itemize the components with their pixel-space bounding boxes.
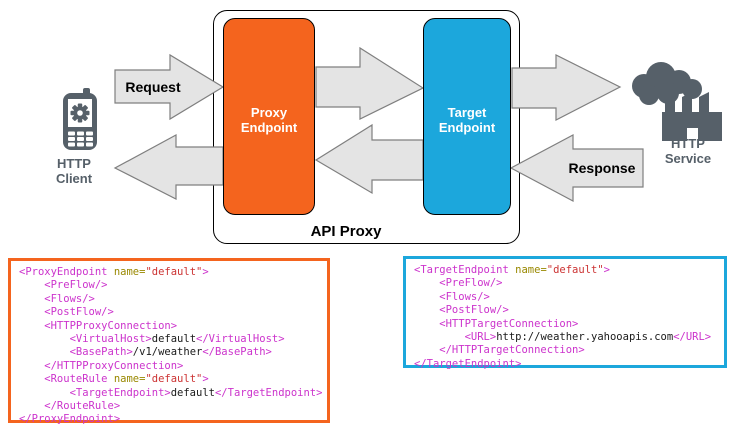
code-line: </RouteRule>	[19, 400, 121, 413]
code-line: <RouteRule name="default">	[19, 373, 209, 386]
http-client-label-line1: HTTP	[57, 156, 91, 171]
target-to-proxy-arrow	[314, 123, 424, 195]
phone-keypad	[68, 131, 93, 147]
code-line: <BasePath>/v1/weather</BasePath>	[19, 346, 272, 359]
response-arrow	[509, 134, 644, 202]
code-line: <Flows/>	[19, 292, 95, 305]
code-line: <URL>http://weather.yahooapis.com</URL>	[414, 331, 712, 344]
target-to-service-arrow	[511, 54, 622, 121]
proxy-endpoint-label-line2: Endpoint	[240, 119, 298, 135]
http-client-label: HTTP Client	[34, 156, 114, 186]
http-service-label: HTTP Service	[648, 136, 728, 166]
http-client-label-line2: Client	[55, 171, 93, 186]
request-label: Request	[125, 79, 181, 95]
code-line: <PostFlow/>	[19, 306, 114, 319]
gear-glyph	[70, 103, 90, 123]
response-label: Response	[568, 160, 636, 176]
code-line: <Flows/>	[414, 290, 490, 303]
target-endpoint-box: Target Endpoint	[423, 18, 511, 215]
proxy-endpoint-box: Proxy Endpoint	[223, 18, 315, 215]
request-arrow	[114, 53, 225, 121]
proxy-to-target-arrow	[315, 46, 425, 120]
code-line: </ProxyEndpoint>	[19, 413, 121, 426]
target-endpoint-label-line1: Target	[447, 104, 487, 120]
cloud-factory-icon	[632, 62, 722, 141]
proxy-endpoint-xml-code-block: <ProxyEndpoint name="default"> <PreFlow/…	[8, 258, 330, 426]
code-line: </HTTPTargetConnection>	[414, 344, 585, 357]
proxy-endpoint-label-line1: Proxy	[250, 104, 288, 120]
target-endpoint-label-line2: Endpoint	[438, 119, 496, 135]
target-endpoint-xml-code-block: <TargetEndpoint name="default"> <PreFlow…	[403, 256, 727, 370]
http-service-label-line2: Service	[664, 151, 712, 166]
code-line: <PreFlow/>	[19, 279, 108, 292]
code-line: <PostFlow/>	[414, 304, 509, 317]
code-line: </HTTPProxyConnection>	[19, 359, 184, 372]
mobile-phone-gear-icon	[63, 88, 97, 150]
code-line: <ProxyEndpoint name="default">	[19, 266, 209, 278]
code-line: <HTTPTargetConnection>	[414, 317, 579, 330]
code-line: <TargetEndpoint>default</TargetEndpoint>	[19, 386, 323, 399]
api-proxy-label: API Proxy	[310, 223, 382, 240]
code-line: <TargetEndpoint name="default">	[414, 264, 610, 276]
code-line: <HTTPProxyConnection>	[19, 319, 178, 332]
code-line: </TargetEndpoint>	[414, 357, 522, 370]
code-line: <VirtualHost>default</VirtualHost>	[19, 333, 285, 346]
http-service-label-line1: HTTP	[671, 136, 705, 151]
diagram-arrows-layer	[63, 46, 722, 202]
code-line: <PreFlow/>	[414, 277, 503, 290]
response-to-client-arrow	[113, 133, 224, 200]
